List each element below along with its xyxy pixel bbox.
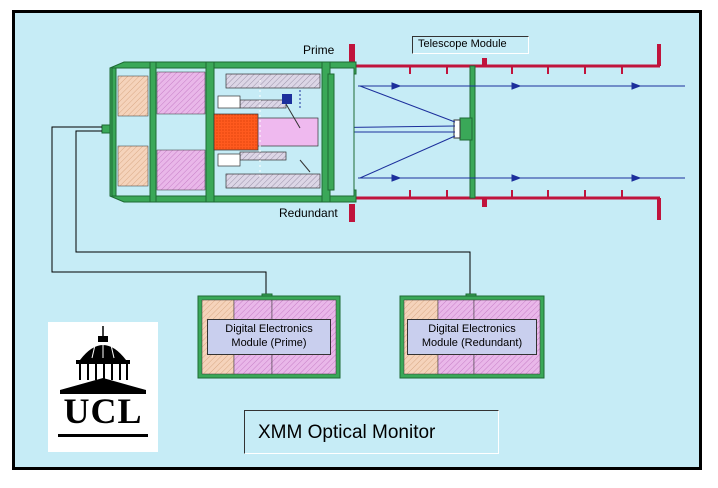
page-title: XMM Optical Monitor <box>258 422 436 443</box>
redundant-label: Redundant <box>279 206 338 220</box>
ucl-logo-icon <box>48 322 158 452</box>
prime-label: Prime <box>303 43 335 57</box>
light-rays <box>299 82 685 182</box>
detector-assembly <box>213 73 321 189</box>
dem-redundant-label: Digital Electronics Module (Redundant) <box>407 319 537 355</box>
telescope-module-label: Telescope Module <box>418 38 507 50</box>
ucl-logo-text: UCL <box>63 391 143 431</box>
telescope-module-label-box <box>412 36 529 54</box>
secondary-support <box>453 65 476 199</box>
title-box <box>244 410 499 454</box>
dem-prime-label: Digital Electronics Module (Prime) <box>207 319 331 355</box>
housing-electronics <box>117 71 206 191</box>
telescope-tube <box>349 44 661 222</box>
